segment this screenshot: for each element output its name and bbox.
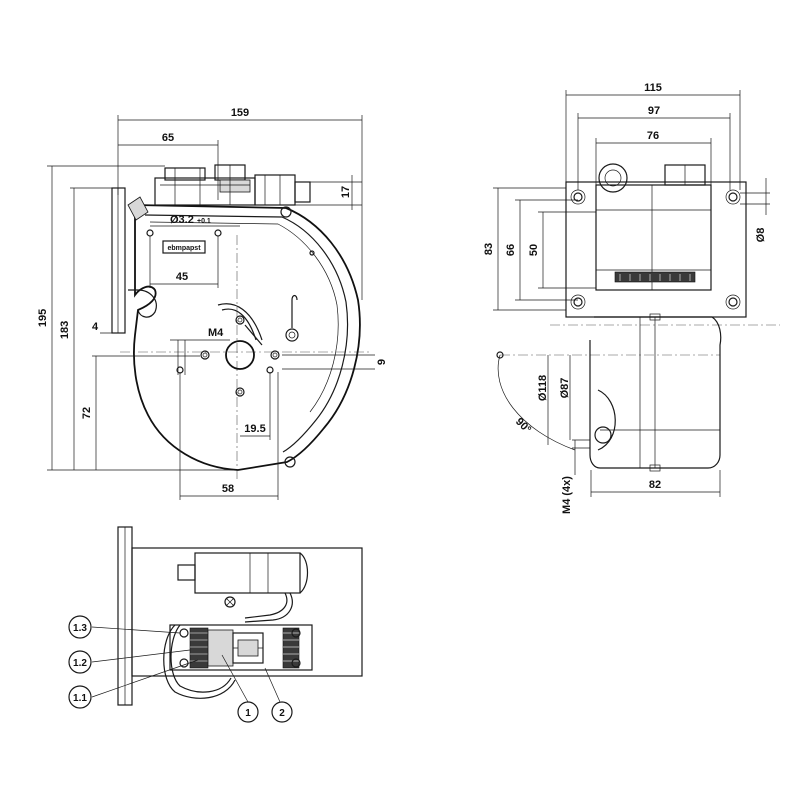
dim-height-inner: 183 xyxy=(59,321,71,339)
callout-1: 1 xyxy=(237,701,259,723)
callout-1-2: 1.2 xyxy=(68,650,92,674)
dim-label-width: 45 xyxy=(176,271,188,283)
flange-plate xyxy=(565,181,747,318)
svg-text:1.1: 1.1 xyxy=(73,693,87,704)
motor-body xyxy=(595,184,712,291)
dim-width-115: 115 xyxy=(644,82,662,94)
manufacturer-label-text: ebmpapst xyxy=(167,245,201,252)
dim-width-76: 76 xyxy=(647,130,659,142)
dim-angle: 90° xyxy=(513,416,533,436)
bottom-fastener xyxy=(284,456,296,468)
dim-height-72: 72 xyxy=(81,407,93,419)
impeller-blade-right xyxy=(282,627,300,669)
dim-width-97: 97 xyxy=(648,105,660,117)
section-view: 1.3 1.2 1.1 1 2 xyxy=(68,526,363,723)
vent-grille xyxy=(614,271,696,283)
cable-clip xyxy=(285,328,299,342)
dim-offset-17: 17 xyxy=(340,186,352,198)
impeller xyxy=(169,624,313,671)
section-housing xyxy=(131,547,363,677)
svg-text:1.2: 1.2 xyxy=(73,658,87,669)
mounting-flange xyxy=(111,187,126,334)
manufacturer-label xyxy=(162,240,206,254)
side-view: 90° 115 97 76 83 66 50 Ø8 xyxy=(483,82,780,514)
shaft-hub xyxy=(225,340,255,370)
dim-hole-dia: Ø3.2 xyxy=(170,214,194,226)
lower-housing xyxy=(589,316,722,469)
motor-top-electronics xyxy=(127,164,311,221)
dim-width-top: 65 xyxy=(162,132,174,144)
volute-housing xyxy=(133,204,361,471)
svg-text:1: 1 xyxy=(245,708,251,719)
dim-offset-9: 9 xyxy=(376,359,388,365)
dim-height-83: 83 xyxy=(483,243,495,255)
dim-hole-tol: +0.1 xyxy=(197,218,211,225)
section-motor xyxy=(194,552,301,594)
dim-width-total: 159 xyxy=(231,107,249,119)
dim-thread: M4 xyxy=(208,327,224,339)
dim-thread-count: M4 (4x) xyxy=(561,476,573,514)
dim-height-66: 66 xyxy=(505,244,517,256)
callout-1-3: 1.3 xyxy=(68,615,92,639)
top-knob xyxy=(598,163,628,193)
dim-dia-87: Ø87 xyxy=(559,378,571,399)
dim-height-50: 50 xyxy=(528,244,540,256)
label-hole-right xyxy=(214,229,222,237)
dim-dia-118: Ø118 xyxy=(537,375,549,401)
dim-height-total: 195 xyxy=(37,309,49,327)
label-hole-left xyxy=(146,229,154,237)
dim-dia-8: Ø8 xyxy=(755,228,767,243)
top-fastener xyxy=(280,206,292,218)
dim-offset-left: 4 xyxy=(92,321,99,333)
flange-holes xyxy=(570,189,741,310)
dim-width-58: 58 xyxy=(222,483,234,495)
callout-1-1: 1.1 xyxy=(68,685,92,709)
front-view: ebmpapst 159 xyxy=(37,107,388,500)
callout-2: 2 xyxy=(271,701,293,723)
svg-text:2: 2 xyxy=(279,708,285,719)
dim-offset-19-5: 19.5 xyxy=(244,423,265,435)
svg-text:1.3: 1.3 xyxy=(73,623,87,634)
dim-width-82: 82 xyxy=(649,479,661,491)
